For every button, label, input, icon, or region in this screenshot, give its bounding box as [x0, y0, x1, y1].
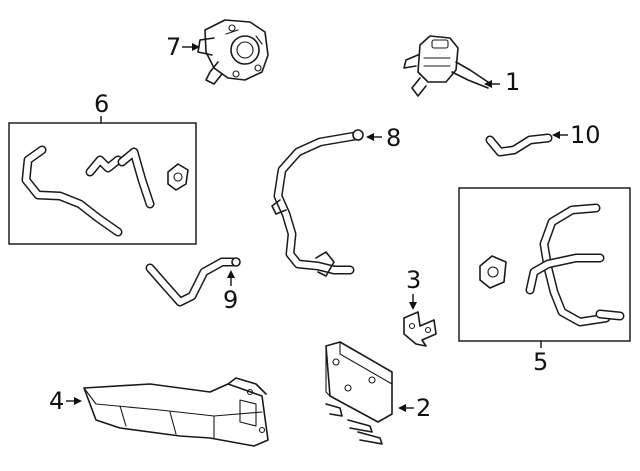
- callout-2: 2: [416, 394, 431, 422]
- part-1-water-outlet[interactable]: [403, 35, 489, 97]
- callout-7: 7: [166, 33, 181, 61]
- part-5-group-box: [458, 187, 631, 342]
- part-9-hose[interactable]: [145, 257, 241, 307]
- part-4-air-duct[interactable]: [83, 377, 269, 447]
- part-7-thermostat-housing[interactable]: [197, 19, 269, 85]
- part-6-group-box: [8, 122, 197, 245]
- leader-9: [227, 270, 235, 286]
- part-10-hose[interactable]: [485, 133, 553, 157]
- callout-9: 9: [223, 286, 238, 314]
- part-2-cooler-assembly[interactable]: [325, 341, 393, 445]
- callout-8: 8: [386, 124, 401, 152]
- leader-2: [398, 404, 414, 412]
- callout-6: 6: [94, 90, 109, 118]
- callout-3: 3: [406, 266, 421, 294]
- callout-1: 1: [505, 68, 520, 96]
- callout-10: 10: [570, 121, 601, 149]
- callout-5: 5: [533, 348, 548, 376]
- leader-7: [182, 43, 200, 51]
- leader-8: [366, 133, 382, 141]
- leader-4: [66, 397, 82, 405]
- part-5-hose-set[interactable]: [479, 203, 625, 327]
- leader-10: [552, 131, 568, 139]
- leader-1: [484, 80, 500, 88]
- leader-3: [409, 294, 417, 310]
- part-3-bracket[interactable]: [403, 311, 437, 347]
- callout-4: 4: [49, 387, 64, 415]
- part-8-hose[interactable]: [271, 129, 364, 277]
- part-6-hose-set[interactable]: [21, 145, 189, 237]
